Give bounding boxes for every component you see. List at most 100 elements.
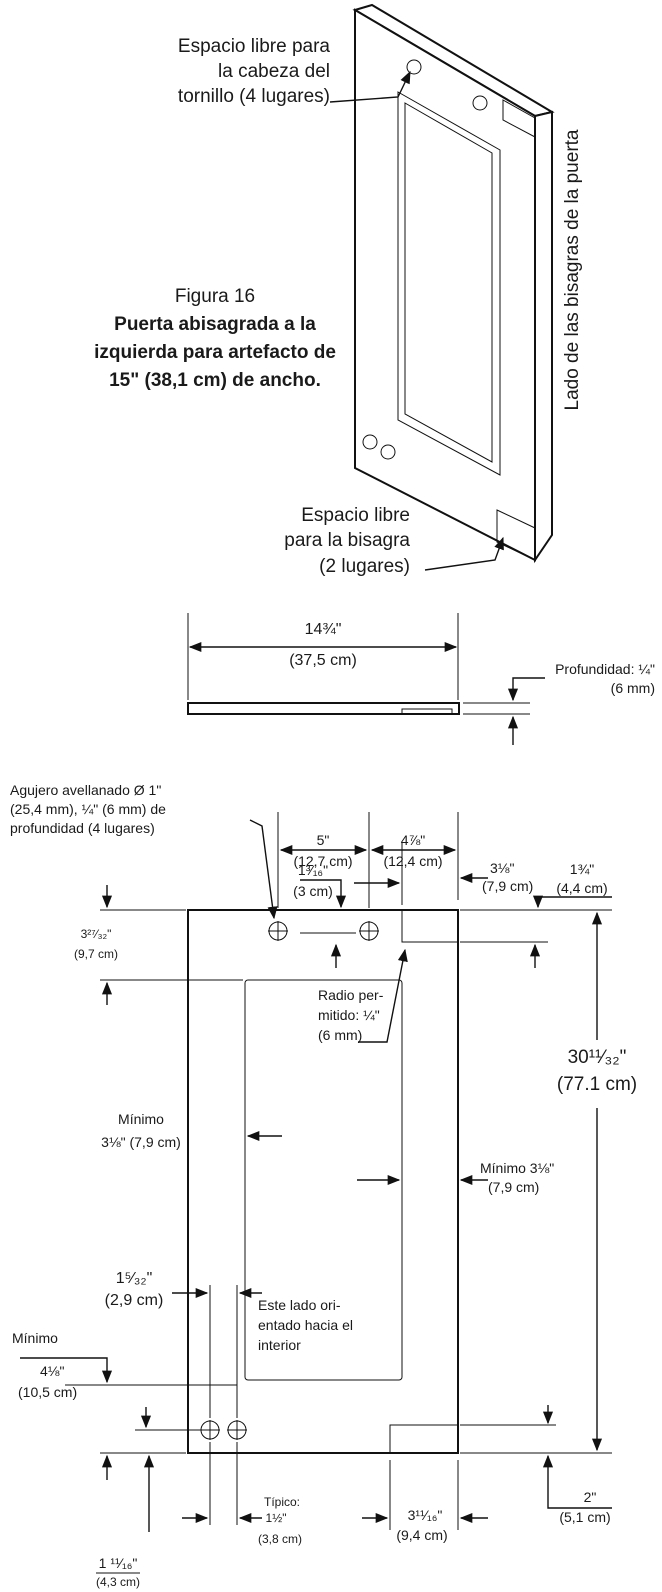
svg-text:Mínimo 3⅛": Mínimo 3⅛" [480, 1160, 554, 1176]
screw-clearance-hole [472, 95, 488, 111]
min-4-1-8: 4⅛" [40, 1363, 64, 1379]
svg-text:(6 mm): (6 mm) [611, 680, 655, 696]
svg-text:Típico:: Típico: [264, 1495, 300, 1509]
dim-1-11-16: (4,3 cm) [96, 1575, 140, 1589]
dim-3-27-32: (9,7 cm) [74, 947, 118, 961]
min-right-dim: Mínimo 3⅛" [480, 1160, 554, 1176]
dim-4-7-8: 4⅞" [401, 832, 425, 848]
svg-text:para la bisagra: para la bisagra [284, 530, 410, 551]
dim-3-27-32: 3²⁷⁄₃₂" [81, 927, 112, 941]
svg-text:Espacio libre: Espacio libre [301, 505, 410, 526]
window-cutout [244, 979, 403, 1381]
svg-text:(5,1 cm): (5,1 cm) [559, 1509, 610, 1525]
svg-text:(12,7 cm): (12,7 cm) [293, 853, 352, 869]
dim-1-3-16: 1³⁄₁₆" [298, 862, 328, 878]
svg-text:(4,4 cm): (4,4 cm) [556, 880, 607, 896]
inside-side-text: entado hacia el [258, 1317, 353, 1333]
svg-text:Espacio libre para: Espacio libre para [178, 36, 331, 57]
svg-text:2": 2" [584, 1489, 597, 1505]
svg-text:3⅛": 3⅛" [490, 860, 514, 876]
min-4-1-8: Mínimo [12, 1330, 58, 1346]
svg-text:(25,4 mm), ¼" (6 mm) de: (25,4 mm), ¼" (6 mm) de [10, 801, 166, 817]
svg-text:(6 mm): (6 mm) [318, 1027, 362, 1043]
svg-text:3²⁷⁄₃₂": 3²⁷⁄₃₂" [81, 927, 112, 941]
dim-1-3-4: (4,4 cm) [556, 880, 607, 896]
min-left-dim: Mínimo [118, 1111, 164, 1127]
height-dim: 30¹¹⁄₃₂" [568, 1047, 627, 1068]
svg-text:Puerta abisagrada a la: Puerta abisagrada a la [114, 314, 316, 335]
typical-dim: (3,8 cm) [258, 1532, 302, 1546]
svg-text:30¹¹⁄₃₂": 30¹¹⁄₃₂" [568, 1047, 627, 1068]
svg-text:1¾": 1¾" [570, 861, 594, 877]
depth-dim: (6 mm) [611, 680, 655, 696]
hinge-notch-bottom [389, 1424, 459, 1454]
svg-text:Mínimo: Mínimo [118, 1111, 164, 1127]
svg-text:4⅞": 4⅞" [401, 832, 425, 848]
inside-side-text: interior [258, 1337, 301, 1353]
typical-dim: Típico: [264, 1495, 300, 1509]
min-right-dim: (7,9 cm) [488, 1179, 539, 1195]
dim-1-3-16: (3 cm) [293, 883, 333, 899]
countersink-text: Agujero avellanado Ø 1" [10, 782, 161, 798]
radius-text: Radio per- [318, 987, 384, 1003]
inside-side-text: Este lado ori- [258, 1297, 341, 1313]
clearance-screw-text: la cabeza del [218, 61, 330, 82]
svg-text:(7,9 cm): (7,9 cm) [488, 1179, 539, 1195]
svg-text:tornillo (4 lugares): tornillo (4 lugares) [178, 86, 330, 107]
svg-text:Figura 16: Figura 16 [175, 286, 255, 307]
svg-text:(2,9 cm): (2,9 cm) [105, 1292, 164, 1309]
svg-text:1 ¹¹⁄₁₆": 1 ¹¹⁄₁₆" [99, 1555, 138, 1571]
typical-dim: 1½" [266, 1511, 287, 1525]
svg-text:Este lado ori-: Este lado ori- [258, 1297, 341, 1313]
svg-text:mitido: ¼": mitido: ¼" [318, 1007, 380, 1023]
dim-1-5-32: 1⁵⁄₃₂" [116, 1270, 153, 1287]
svg-text:3⅛" (7,9 cm): 3⅛" (7,9 cm) [101, 1134, 181, 1150]
svg-text:entado hacia el: entado hacia el [258, 1317, 353, 1333]
svg-text:4⅛": 4⅛" [40, 1363, 64, 1379]
svg-text:izquierda para artefacto de: izquierda para artefacto de [94, 342, 336, 363]
countersink-hole [359, 921, 379, 941]
svg-text:interior: interior [258, 1337, 301, 1353]
countersink-hole [227, 1420, 247, 1440]
svg-text:1³⁄₁₆": 1³⁄₁₆" [298, 862, 328, 878]
svg-text:(3,8 cm): (3,8 cm) [258, 1532, 302, 1546]
front-view [20, 812, 612, 1532]
min-left-dim: 3⅛" (7,9 cm) [101, 1134, 181, 1150]
side-width-dim: 14¾" [305, 621, 342, 638]
svg-text:15" (38,1 cm) de ancho.: 15" (38,1 cm) de ancho. [109, 370, 321, 391]
screw-clearance-hole [362, 434, 378, 450]
figure-title: izquierda para artefacto de [94, 342, 336, 363]
perspective-door [329, 3, 555, 571]
hinge-side-label: Lado de las bisagras de la puerta [562, 129, 583, 410]
svg-text:(10,5 cm): (10,5 cm) [18, 1384, 77, 1400]
svg-text:3¹¹⁄₁₆": 3¹¹⁄₁₆" [408, 1507, 443, 1523]
dim-3-1-8-top: 3⅛" [490, 860, 514, 876]
svg-text:Mínimo: Mínimo [12, 1330, 58, 1346]
svg-text:14¾": 14¾" [305, 621, 342, 638]
clearance-hinge-text: Espacio libre [301, 505, 410, 526]
dim-1-11-16: 1 ¹¹⁄₁₆" [99, 1555, 138, 1571]
svg-text:(37,5 cm): (37,5 cm) [289, 652, 357, 669]
figure-title: Puerta abisagrada a la [114, 314, 316, 335]
clearance-screw-text: Espacio libre para [178, 36, 331, 57]
svg-text:(12,4 cm): (12,4 cm) [383, 853, 442, 869]
svg-text:(3 cm): (3 cm) [293, 883, 333, 899]
dim-3-1-8-top: (7,9 cm) [482, 878, 533, 894]
svg-text:(4,3 cm): (4,3 cm) [96, 1575, 140, 1589]
svg-text:(77.1 cm): (77.1 cm) [557, 1074, 637, 1095]
hinge-notch-top [502, 99, 536, 138]
countersink-hole [268, 921, 288, 941]
svg-text:1½": 1½" [266, 1511, 287, 1525]
side-view [187, 613, 545, 745]
dim-1-3-4: 1¾" [570, 861, 594, 877]
svg-text:(7,9 cm): (7,9 cm) [482, 878, 533, 894]
countersink-text: (25,4 mm), ¼" (6 mm) de [10, 801, 166, 817]
svg-text:Radio per-: Radio per- [318, 987, 384, 1003]
svg-text:Lado de las bisagras de la pue: Lado de las bisagras de la puerta [562, 129, 583, 410]
figure-title: 15" (38,1 cm) de ancho. [109, 370, 321, 391]
svg-text:(9,7 cm): (9,7 cm) [74, 947, 118, 961]
dim-4-7-8: (12,4 cm) [383, 853, 442, 869]
hinge-notch-top [401, 909, 459, 943]
screw-clearance-hole [380, 444, 396, 460]
